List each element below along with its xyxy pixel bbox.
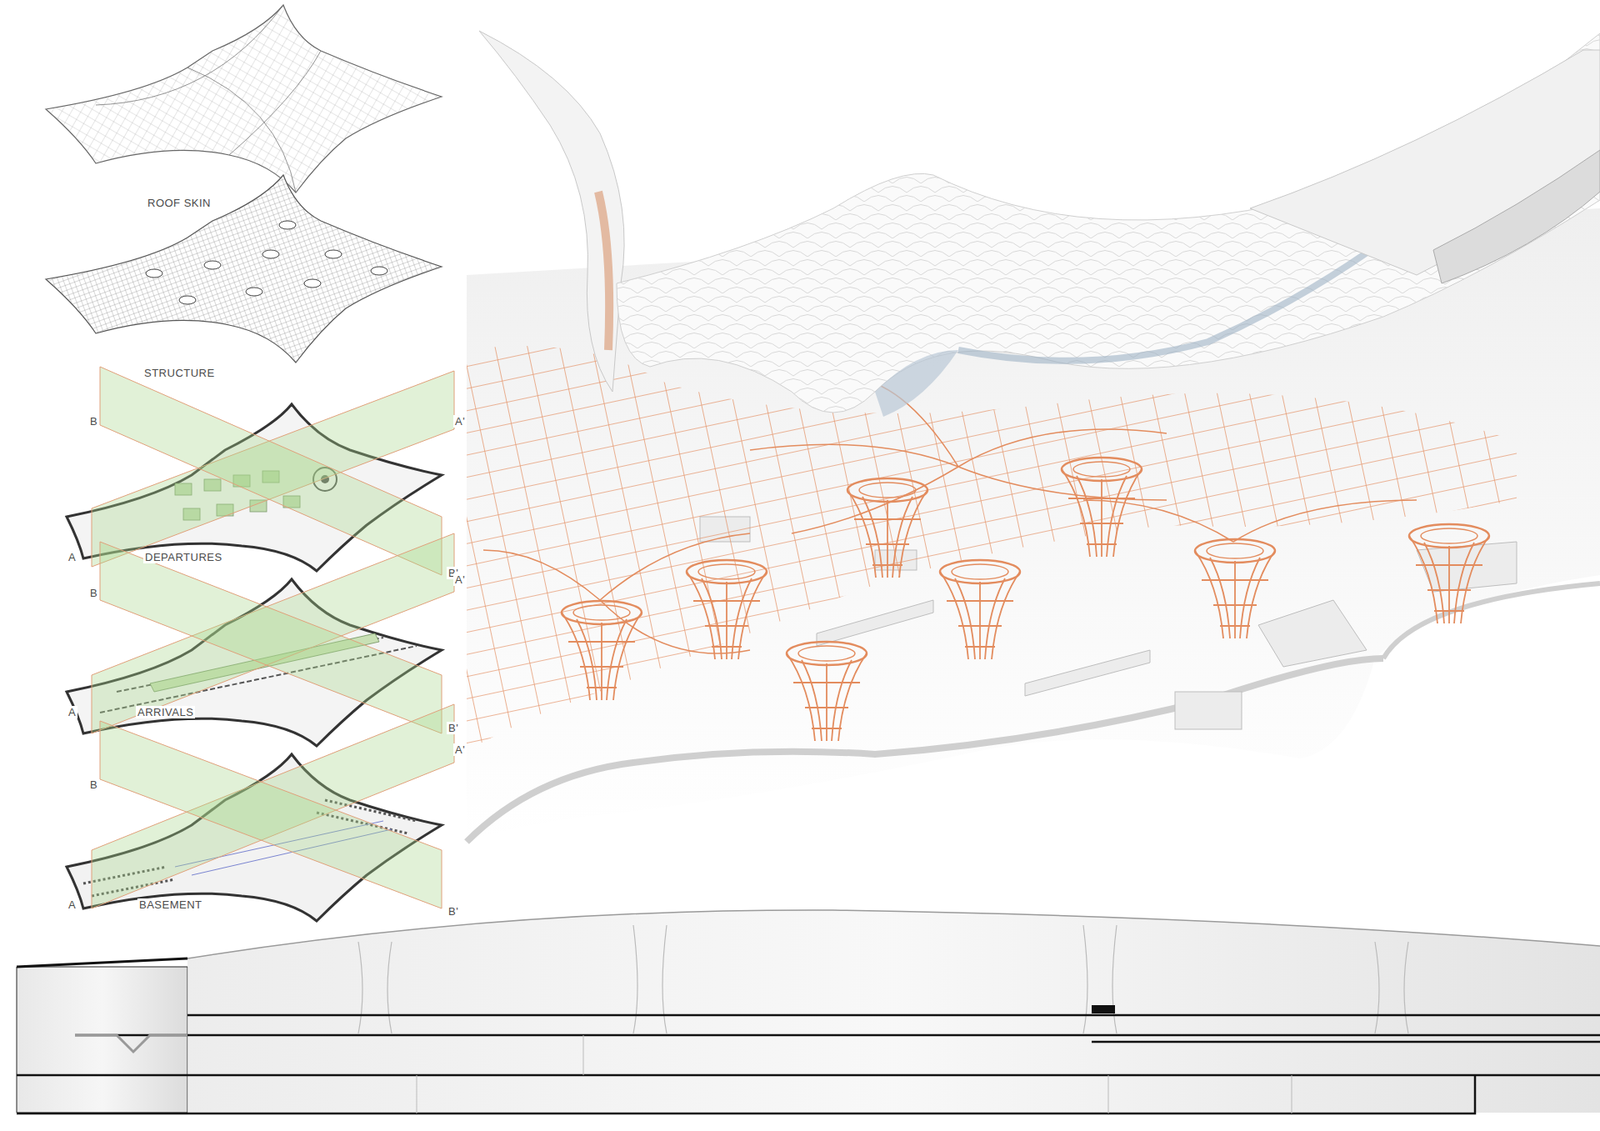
layer-title: DEPARTURES [143,550,225,564]
section-marker: A [66,898,78,911]
section-marker: B [88,586,100,600]
section-marker: B' [446,721,460,735]
section-marker: B' [446,905,460,918]
layer-title: BASEMENT [137,898,205,911]
section-marker: A' [453,573,467,586]
section-marker: A [66,550,78,564]
layer-title: ROOF SKIN [145,196,213,210]
section-marker: B [88,415,100,428]
layer-title: STRUCTURE [142,366,217,380]
layer-title: ARRIVALS [135,705,195,719]
section-marker: B [88,778,100,791]
section-marker: A [66,705,78,719]
section-marker: A' [453,415,467,428]
section-marker: A' [453,743,467,756]
